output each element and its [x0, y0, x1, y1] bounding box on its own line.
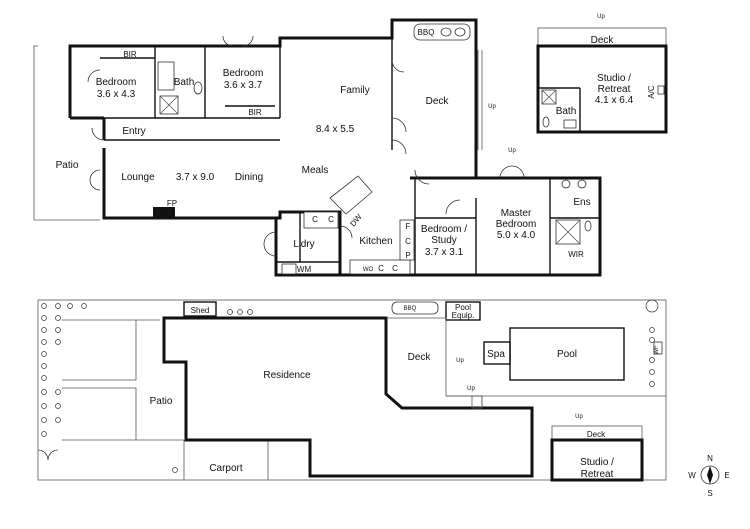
- studio-size: 4.1 x 6.4: [595, 95, 634, 106]
- bedroom1-label: Bedroom: [96, 77, 137, 88]
- bedroom2-size: 3.6 x 3.7: [224, 80, 263, 91]
- studio-floor-plan: Up Deck Studio / Retreat 4.1 x 6.4 Bath …: [536, 14, 668, 134]
- family-meals-size: 8.4 x 5.5: [316, 124, 355, 135]
- entry-door: [91, 127, 105, 141]
- master-label2: Bedroom: [496, 219, 537, 230]
- fridge-label: F: [406, 222, 411, 231]
- dw-label: DW: [348, 212, 364, 228]
- laundry-wall: [274, 218, 340, 277]
- cupboard-label: C: [378, 264, 384, 273]
- pool: [509, 327, 625, 381]
- main-house-floor-plan: Bedroom 3.6 x 4.3 BIR Bath Bedroom 3.6 x…: [33, 18, 602, 277]
- wm-label: WM: [297, 265, 312, 274]
- studio-walls: [536, 44, 668, 134]
- residence-label: Residence: [263, 370, 311, 381]
- site-plan: Shed BBQ Pool Equip. Residence Deck Up S…: [37, 299, 667, 482]
- pool-equip-label: Pool: [455, 303, 471, 312]
- kitchen-island: [329, 175, 373, 215]
- residence-footprint: [162, 316, 534, 478]
- compass-arrow-icon: [707, 466, 713, 484]
- ensuite-label: Ens: [573, 197, 590, 208]
- pool-equipment: [445, 301, 481, 321]
- fireplace: [153, 207, 175, 217]
- studio-deck-label: Deck: [591, 35, 615, 46]
- studio-bath-label: Bath: [556, 106, 577, 117]
- compass-n: N: [707, 454, 713, 463]
- entry-label: Entry: [122, 126, 145, 137]
- studio-label2: Retreat: [598, 84, 631, 95]
- shed-label: Shed: [191, 306, 210, 315]
- master-label: Master: [501, 208, 532, 219]
- wf-label: WF: [654, 345, 660, 355]
- wir-label: WIR: [568, 250, 584, 259]
- deck-label: Deck: [426, 96, 450, 107]
- fp-label: FP: [167, 199, 177, 208]
- pantry-label: P: [405, 251, 410, 260]
- carport-label: Carport: [209, 463, 243, 474]
- compass: N S E W: [688, 454, 729, 498]
- compass-w: W: [688, 471, 696, 480]
- bedroom1-size: 3.6 x 4.3: [97, 89, 136, 100]
- bedroom2-label: Bedroom: [223, 68, 264, 79]
- bir2-label: BIR: [248, 108, 262, 117]
- site-studio: [550, 438, 644, 482]
- cupboard-label: C: [312, 215, 318, 224]
- wall-oven-label: WO: [363, 267, 374, 273]
- bed-study-size: 3.7 x 3.1: [425, 247, 464, 258]
- site-up-label: Up: [467, 386, 475, 392]
- bed-study-label2: Study: [431, 235, 457, 246]
- shed: [183, 301, 217, 317]
- compass-e: E: [724, 471, 729, 480]
- cupboard-label: C: [405, 237, 411, 246]
- family-label: Family: [340, 85, 369, 96]
- site-deck-up-label: Up: [456, 358, 464, 364]
- lounge-label: Lounge: [121, 172, 155, 183]
- studio-label: Studio /: [597, 73, 631, 84]
- patio-outline: [33, 45, 100, 221]
- pool-equip-label2: Equip.: [452, 311, 475, 320]
- meals-label: Meals: [302, 165, 329, 176]
- cupboard-label: C: [392, 264, 398, 273]
- compass-s: S: [707, 489, 712, 498]
- cupboard-label: C: [328, 215, 334, 224]
- ac-label: A/C: [647, 85, 656, 99]
- studio-up-label: Up: [597, 14, 605, 20]
- site-patio-label: Patio: [150, 396, 173, 407]
- site-deck-label: Deck: [408, 352, 432, 363]
- lounge-dining-size: 3.7 x 9.0: [176, 172, 215, 183]
- site-bbq-label: BBQ: [404, 306, 417, 312]
- laundry-label: L'dry: [293, 239, 314, 250]
- deck-up-label: Up: [488, 104, 496, 110]
- site-studio-label2: Retreat: [581, 469, 614, 480]
- bir1-label: BIR: [123, 50, 137, 59]
- spa-label: Spa: [487, 349, 505, 360]
- site-boundary: [37, 299, 667, 481]
- site-studio-deck-label: Deck: [587, 430, 606, 439]
- pool-label: Pool: [557, 349, 577, 360]
- dining-label: Dining: [235, 172, 263, 183]
- master-size: 5.0 x 4.0: [497, 230, 536, 241]
- patio-label: Patio: [56, 160, 79, 171]
- bbq-label: BBQ: [418, 28, 435, 37]
- site-studio-up-label: Up: [575, 414, 583, 420]
- bath-label: Bath: [174, 77, 195, 88]
- bed-study-label: Bedroom /: [421, 224, 467, 235]
- site-studio-label: Studio /: [580, 457, 614, 468]
- master-up-label: Up: [508, 148, 516, 154]
- kitchen-label: Kitchen: [359, 236, 392, 247]
